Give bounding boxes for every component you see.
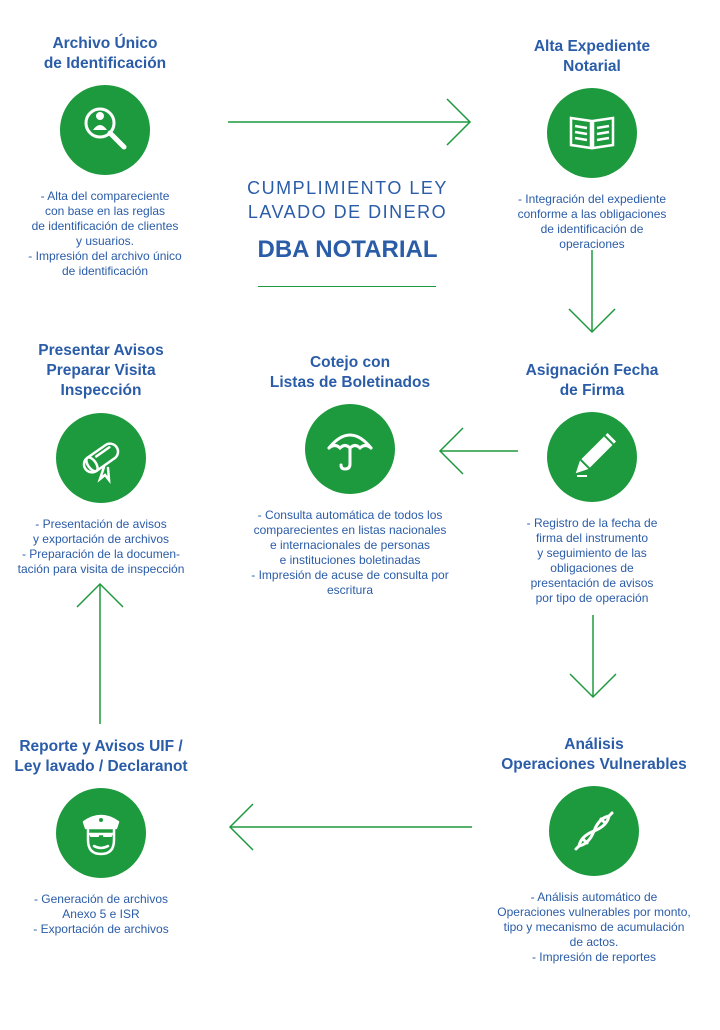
step-title: Alta Expediente Notarial [486,37,698,77]
desc-line: con base en las reglas [44,204,166,218]
title-line: de Firma [559,382,625,399]
desc-line: - Presentación de avisos [35,517,167,531]
step-description: - Análisis automático de Operaciones vul… [478,890,710,965]
desc-line: comparecientes en listas nacionales [253,523,447,537]
title-line: Reporte y Avisos UIF / [19,738,183,755]
magnifier-person-icon [60,85,150,175]
scroll-icon [56,413,146,503]
desc-line: tipo y mecanismo de acumulación [503,920,685,934]
desc-line: escritura [326,583,373,597]
step-description: - Generación de archivos Anexo 5 e ISR -… [0,892,202,937]
desc-line: Operaciones vulnerables por monto, [497,905,691,919]
title-line: Asignación Fecha [525,362,659,379]
step-presentar-avisos: Presentar Avisos Preparar Visita Inspecc… [0,341,202,577]
step-title: Archivo Único de Identificación [0,34,210,74]
desc-line: presentación de avisos [530,576,654,590]
title-line: Análisis [564,736,624,753]
desc-line: conforme a las obligaciones [517,207,667,221]
umbrella-icon [305,404,395,494]
title-line: Preparar Visita [46,362,156,379]
step-description: - Alta del compareciente con base en las… [0,189,210,279]
pencil-icon [547,412,637,502]
step-reporte-avisos-uif: Reporte y Avisos UIF / Ley lavado / Decl… [0,737,202,937]
step-asignacion-fecha: Asignación Fecha de Firma - Registro de … [486,361,698,606]
arrow-down-2 [569,615,617,699]
desc-line: operaciones [559,237,625,251]
step-title: Cotejo con Listas de Boletinados [222,353,478,393]
desc-line: tación para visita de inspección [17,562,185,576]
desc-line: Anexo 5 e ISR [62,907,140,921]
desc-line: - Generación de archivos [33,892,169,906]
title-line: Cotejo con [309,354,391,371]
desc-line: - Registro de la fecha de [526,516,658,530]
arrow-up-1 [76,582,124,724]
title-line: Archivo Único [52,35,158,52]
desc-line: y seguimiento de las [537,546,647,560]
desc-line: - Preparación de la documen- [21,547,181,561]
step-description: - Presentación de avisos y exportación d… [0,517,202,577]
step-analisis-operaciones: Análisis Operaciones Vulnerables - Análi… [478,735,710,965]
desc-line: obligaciones de [550,561,634,575]
desc-line: - Impresión del archivo único [28,249,182,263]
police-officer-icon [56,788,146,878]
step-archivo-unico: Archivo Único de Identificación - Alta d… [0,34,210,279]
step-alta-expediente: Alta Expediente Notarial - Integración d… [486,37,698,252]
desc-line: - Análisis automático de [530,890,658,904]
center-title-line-1: CUMPLIMIENTO LEY [247,178,448,198]
open-book-icon [547,88,637,178]
title-line: Operaciones Vulnerables [501,756,687,773]
title-line: Listas de Boletinados [269,374,431,391]
brand-name: DBA NOTARIAL [257,236,438,263]
title-line: Inspección [60,382,142,399]
arrow-right-1 [228,98,472,146]
arrow-down-1 [568,250,616,334]
step-title: Asignación Fecha de Firma [486,361,698,401]
desc-line: de identificación [61,264,149,278]
step-description: - Consulta automática de todos los compa… [222,508,478,598]
title-line: Ley lavado / Declaranot [14,758,188,775]
desc-line: e instituciones boletinadas [279,553,421,567]
step-title: Presentar Avisos Preparar Visita Inspecc… [0,341,202,401]
desc-line: firma del instrumento [535,531,649,545]
title-line: Presentar Avisos [38,342,164,359]
desc-line: y usuarios. [75,234,135,248]
dna-icon [549,786,639,876]
desc-line: e internacionales de personas [269,538,431,552]
desc-line: y exportación de archivos [32,532,170,546]
desc-line: de identificación de clientes [31,219,179,233]
desc-line: - Impresión de reportes [531,950,657,964]
center-title-line-2: LAVADO DE DINERO [247,202,448,222]
arrow-left-2 [228,803,472,851]
step-description: - Registro de la fecha de firma del inst… [486,516,698,606]
desc-line: - Impresión de acuse de consulta por [251,568,449,582]
desc-line: - Exportación de archivos [33,922,169,936]
step-description: - Integración del expediente conforme a … [486,192,698,252]
center-title-block: CUMPLIMIENTO LEY LAVADO DE DINERO DBA NO… [220,176,475,264]
desc-line: - Alta del compareciente [40,189,170,203]
desc-line: por tipo de operación [535,591,649,605]
step-cotejo-listas: Cotejo con Listas de Boletinados - Consu… [222,353,478,598]
desc-line: de actos. [569,935,619,949]
center-divider [258,286,436,287]
desc-line: de identificación de [540,222,644,236]
title-line: Alta Expediente [533,38,651,55]
desc-line: - Consulta automática de todos los [257,508,443,522]
title-line: Notarial [563,58,621,75]
desc-line: - Integración del expediente [517,192,667,206]
step-title: Reporte y Avisos UIF / Ley lavado / Decl… [0,737,202,777]
step-title: Análisis Operaciones Vulnerables [478,735,710,775]
title-line: de Identificación [43,55,167,72]
